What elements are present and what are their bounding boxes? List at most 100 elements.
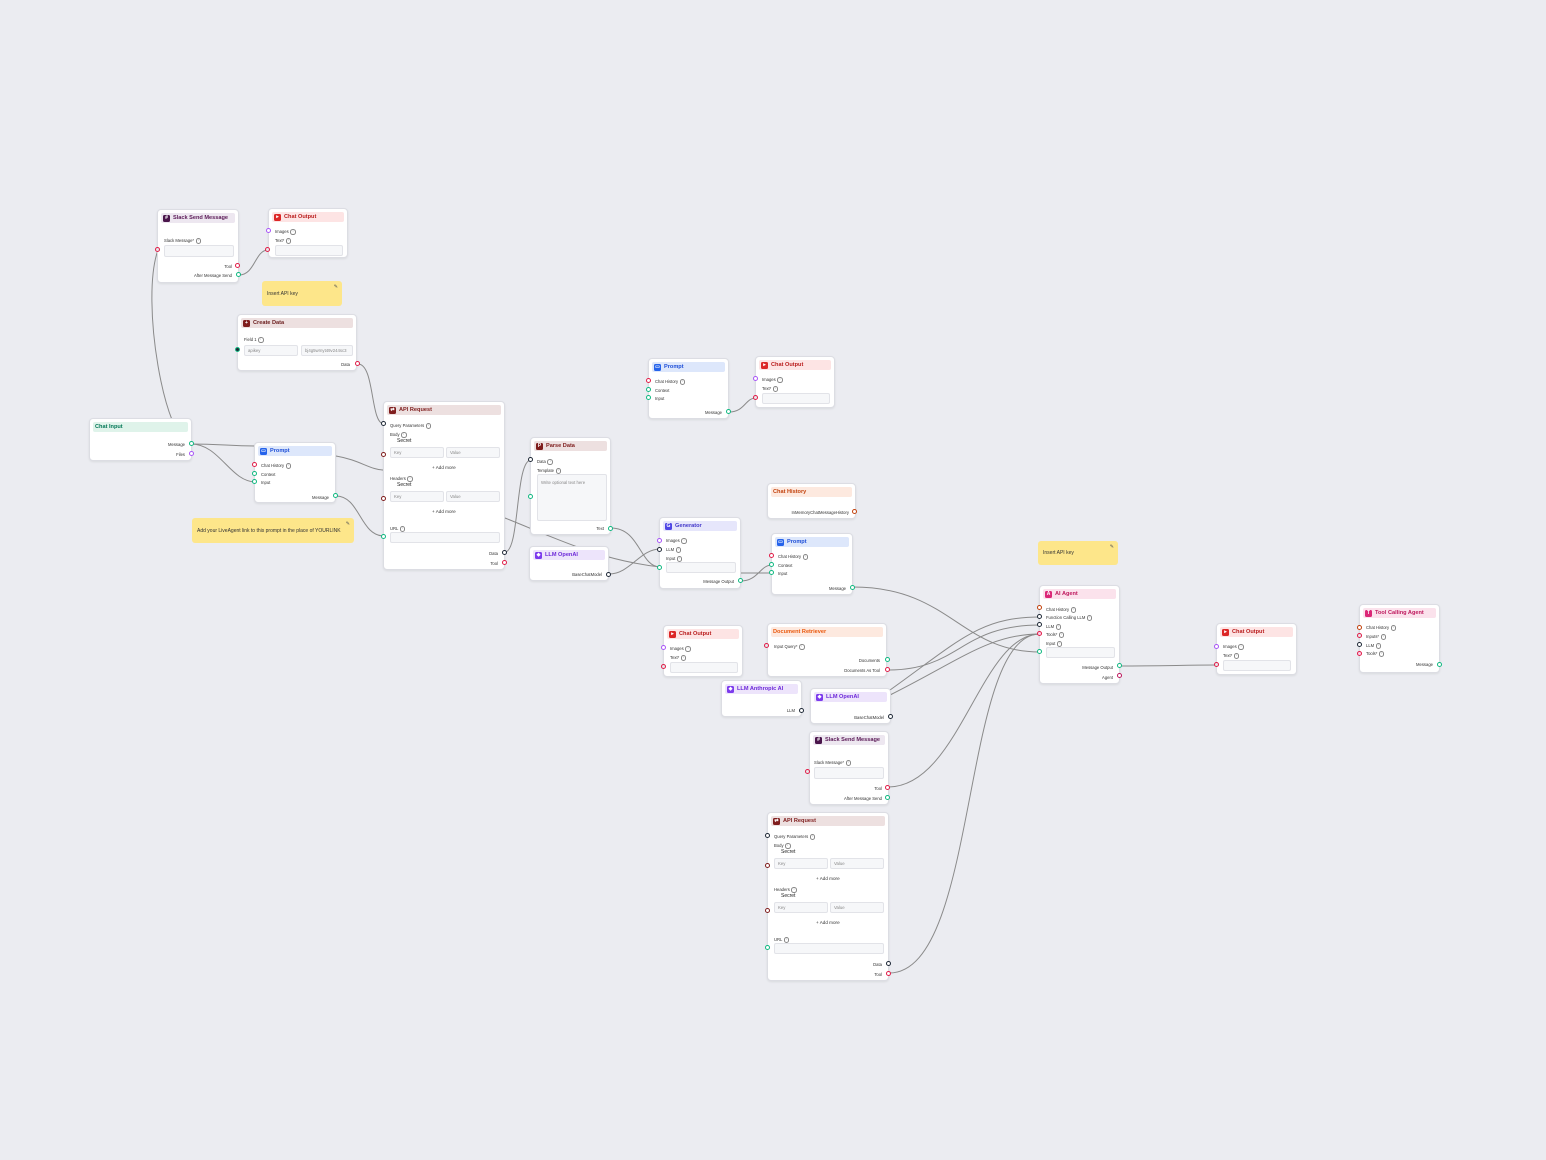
node-header[interactable]: A AI Agent bbox=[1043, 589, 1116, 599]
node-header[interactable]: ⇄ API Request bbox=[387, 405, 501, 415]
handle-input[interactable] bbox=[252, 471, 257, 476]
handle-input[interactable] bbox=[769, 562, 774, 567]
handle-input[interactable] bbox=[381, 496, 386, 501]
handle-input[interactable] bbox=[528, 457, 533, 462]
handle-output[interactable] bbox=[235, 263, 240, 268]
key-field[interactable]: Key bbox=[390, 447, 444, 458]
handle-input[interactable] bbox=[1357, 642, 1362, 647]
node-chat-input[interactable]: Chat Input Message Files bbox=[89, 418, 192, 461]
value-field[interactable]: bj4g5wrnyt49v244sc3 bbox=[301, 345, 353, 356]
handle-output[interactable] bbox=[738, 578, 743, 583]
node-header[interactable]: ▸ Chat Output bbox=[1220, 627, 1293, 637]
handle-input[interactable] bbox=[1037, 649, 1042, 654]
handle-input[interactable] bbox=[765, 945, 770, 950]
node-header[interactable]: T Tool Calling Agent bbox=[1363, 608, 1436, 618]
node-header[interactable]: ◆ LLM OpenAI bbox=[814, 692, 887, 702]
handle-output[interactable] bbox=[885, 785, 890, 790]
node-header[interactable]: ◆ LLM OpenAI bbox=[533, 550, 605, 560]
handle-input[interactable] bbox=[765, 908, 770, 913]
handle-output[interactable] bbox=[502, 560, 507, 565]
handle-input[interactable] bbox=[252, 462, 257, 467]
handle-output[interactable] bbox=[236, 272, 241, 277]
add-more-button[interactable]: + Add more bbox=[816, 876, 840, 881]
handle-input[interactable] bbox=[1037, 614, 1042, 619]
note-insert-api-key[interactable]: Insert API key ✎ bbox=[262, 281, 342, 306]
handle-output[interactable] bbox=[852, 509, 857, 514]
handle-input[interactable] bbox=[753, 395, 758, 400]
url-field[interactable] bbox=[390, 532, 500, 543]
handle-output[interactable] bbox=[606, 572, 611, 577]
node-llm-anthropic[interactable]: ◆ LLM Anthropic AI LLM bbox=[721, 680, 802, 717]
node-header[interactable]: ▸ Chat Output bbox=[759, 360, 831, 370]
handle-input[interactable] bbox=[265, 247, 270, 252]
handle-output[interactable] bbox=[1117, 673, 1122, 678]
handle-output[interactable] bbox=[885, 795, 890, 800]
handle-output[interactable] bbox=[1437, 662, 1442, 667]
node-llm-openai-2[interactable]: ◆ LLM OpenAI BaseChatModel bbox=[810, 688, 891, 724]
handle-output[interactable] bbox=[850, 585, 855, 590]
node-header[interactable]: ◆ LLM Anthropic AI bbox=[725, 684, 798, 694]
handle-output[interactable] bbox=[726, 409, 731, 414]
handle-input[interactable] bbox=[1214, 644, 1219, 649]
handle-input[interactable] bbox=[764, 643, 769, 648]
handle-input[interactable] bbox=[381, 421, 386, 426]
handle-output[interactable] bbox=[1117, 663, 1122, 668]
handle-output[interactable] bbox=[189, 451, 194, 456]
node-header[interactable]: # Slack Send Message bbox=[813, 735, 885, 745]
handle-input[interactable] bbox=[1214, 662, 1219, 667]
handle-input[interactable] bbox=[1357, 625, 1362, 630]
add-more-button[interactable]: + Add more bbox=[432, 509, 456, 514]
node-header[interactable]: ▭ Prompt bbox=[775, 537, 849, 547]
handle-input[interactable] bbox=[646, 387, 651, 392]
handle-output[interactable] bbox=[886, 961, 891, 966]
node-slack-send-message-low[interactable]: # Slack Send Message Slack Message*i Too… bbox=[809, 731, 889, 805]
node-header[interactable]: ▸ Chat Output bbox=[272, 212, 344, 222]
handle-input[interactable] bbox=[661, 664, 666, 669]
handle-input[interactable] bbox=[805, 769, 810, 774]
handle-output[interactable] bbox=[502, 550, 507, 555]
key-field[interactable]: Key bbox=[390, 491, 444, 502]
url-field[interactable] bbox=[774, 943, 884, 954]
handle-input[interactable] bbox=[646, 378, 651, 383]
pencil-icon[interactable]: ✎ bbox=[345, 521, 350, 527]
handle-input[interactable] bbox=[646, 395, 651, 400]
node-header[interactable]: # Slack Send Message bbox=[161, 213, 235, 223]
handle-input[interactable] bbox=[657, 538, 662, 543]
handle-input[interactable] bbox=[657, 565, 662, 570]
handle-output[interactable] bbox=[799, 708, 804, 713]
node-slack-send-message-top[interactable]: # Slack Send Message Slack Message*i Too… bbox=[157, 209, 239, 283]
text-field[interactable] bbox=[275, 245, 343, 256]
add-more-button[interactable]: + Add more bbox=[432, 465, 456, 470]
note-liveagent[interactable]: Add your LiveAgent link to this prompt i… bbox=[192, 518, 354, 543]
value-field[interactable]: Value bbox=[446, 491, 500, 502]
node-header[interactable]: G Generator bbox=[663, 521, 737, 531]
node-llm-openai-1[interactable]: ◆ LLM OpenAI BaseChatModel bbox=[529, 546, 609, 581]
handle-output[interactable] bbox=[886, 971, 891, 976]
handle-input[interactable] bbox=[155, 247, 160, 252]
text-field[interactable] bbox=[670, 662, 738, 673]
input-field[interactable] bbox=[1046, 647, 1115, 658]
handle-output[interactable] bbox=[885, 657, 890, 662]
handle-input[interactable] bbox=[765, 833, 770, 838]
handle-output[interactable] bbox=[355, 361, 360, 366]
handle-input[interactable] bbox=[1357, 633, 1362, 638]
text-field[interactable] bbox=[1223, 660, 1291, 671]
pencil-icon[interactable]: ✎ bbox=[333, 284, 338, 290]
node-header[interactable]: Document Retriever bbox=[771, 627, 883, 637]
handle-input[interactable] bbox=[765, 863, 770, 868]
input-field[interactable] bbox=[666, 562, 736, 573]
value-field[interactable]: Value bbox=[446, 447, 500, 458]
key-field[interactable]: Key bbox=[774, 858, 828, 869]
node-header[interactable]: P Parse Data bbox=[534, 441, 607, 451]
key-field[interactable]: apikey bbox=[244, 345, 298, 356]
node-document-retriever[interactable]: Document Retriever Input Query*i Documen… bbox=[767, 623, 887, 677]
handle-output[interactable] bbox=[189, 441, 194, 446]
